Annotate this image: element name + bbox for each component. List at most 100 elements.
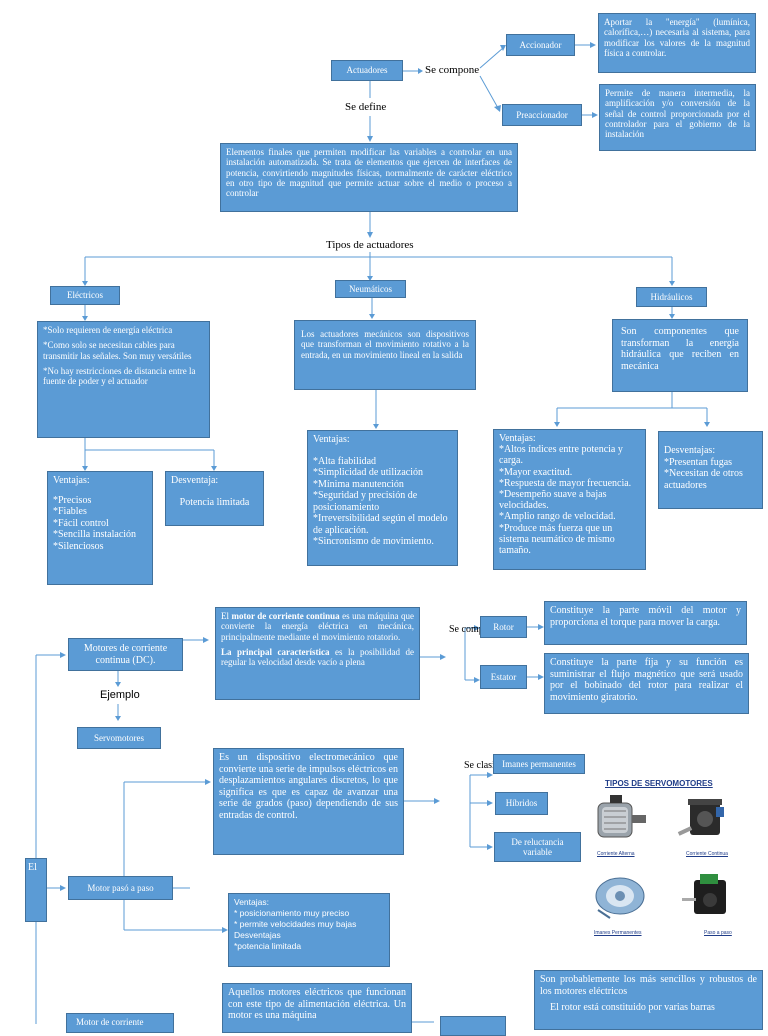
- rotor-desc: Constituye la parte móvil del motor y pr…: [544, 601, 747, 645]
- servo-step-image: [680, 870, 740, 922]
- neumaticos-desc: Los actuadores mecánicos son dispositivo…: [294, 320, 476, 390]
- ventaja-item: *Simplicidad de utilización: [313, 467, 423, 478]
- ventaja-item: *Sincronismo de movimiento.: [313, 536, 434, 547]
- estator-desc-text: Constituye la parte fija y su función es…: [550, 657, 743, 703]
- ventaja-item: *Desempeño suave a bajas velocidades.: [499, 488, 607, 512]
- electricos-desventaja: Desventaja: Potencia limitada: [165, 471, 264, 526]
- electricos-features: *Solo requieren de energía eléctrica *Co…: [37, 321, 210, 438]
- se-compone-dc-label: Se compone: [449, 624, 499, 635]
- accionador-node: Accionador: [506, 34, 575, 56]
- dc-desc-part: es una máquina que convierte la energía …: [221, 611, 414, 642]
- motor-induccion-desc: Son probablemente los más sencillos y ro…: [534, 970, 763, 1030]
- motor-dc-node: Motores de corriente continua (DC).: [68, 638, 183, 671]
- servomotores-node: Servomotores: [77, 727, 161, 749]
- ventaja-item: *Sencilla instalación: [53, 529, 137, 540]
- accionador-label: Accionador: [519, 39, 562, 50]
- hidraulicos-node: Hidráulicos: [636, 287, 707, 307]
- se-clasifican-label: Se clasifican: [464, 760, 515, 771]
- ventajas-heading: Ventajas:: [53, 475, 90, 486]
- neumaticos-node: Neumáticos: [335, 280, 406, 298]
- motor-paso-label: Motor pasó a paso: [87, 882, 154, 893]
- side-label: El: [28, 862, 37, 873]
- reluctancia-node: De reluctancia variable: [494, 832, 581, 862]
- ventaja-item: *Precisos: [53, 494, 92, 506]
- se-define-label: Se define: [345, 101, 387, 113]
- electricos-feature: *No hay restricciones de distancia entre…: [43, 366, 196, 387]
- preaccionador-desc: Permite de manera intermedia, la amplifi…: [599, 84, 756, 151]
- electricos-feature: *Como solo se necesitan cables para tran…: [43, 340, 192, 361]
- servo-pm-image: [590, 870, 650, 922]
- servo-dc-image: [676, 793, 736, 845]
- motor-corriente-label: Motor de corriente: [76, 1017, 144, 1027]
- ventaja-item: * permite velocidades muy bajas: [234, 919, 357, 930]
- desventaja-item: *Necesitan de otros actuadores: [664, 468, 743, 491]
- hidraulicos-desc: Son componentes que transforman la energ…: [612, 319, 748, 392]
- motor-alterna-desc-text: Aquellos motores eléctricos que funciona…: [228, 987, 406, 1021]
- ventaja-item: *Irreversibilidad según el modelo de apl…: [313, 513, 448, 536]
- imanes-label: Imanes permanentes: [502, 758, 576, 769]
- tipos-label: Tipos de actuadores: [326, 239, 414, 251]
- desventaja-item: *potencia limitada: [234, 941, 302, 952]
- ejemplo-label: Ejemplo: [100, 689, 140, 701]
- motor-paso-ventajas: Ventajas: * posicionamiento muy preciso …: [228, 893, 390, 967]
- estator-label: Estator: [490, 671, 517, 682]
- servo-ac-image: [590, 793, 650, 845]
- ventaja-item: *Respuesta de mayor frecuencia.: [499, 477, 632, 489]
- definicion-text: Elementos finales que permiten modificar…: [226, 147, 512, 199]
- neumaticos-ventajas: Ventajas: *Alta fiabilidad *Simplicidad …: [307, 430, 458, 566]
- desventaja-heading: Desventaja:: [171, 475, 219, 486]
- se-compone-label: Se compone: [425, 64, 480, 76]
- ventaja-item: *Altos índices entre potencia y carga.: [499, 444, 623, 467]
- estator-desc: Constituye la parte fija y su función es…: [544, 653, 749, 714]
- hibridos-node: Híbridos: [495, 792, 548, 815]
- caption-dc: Corriente Continua: [686, 851, 728, 857]
- motor-alterna-desc: Aquellos motores eléctricos que funciona…: [222, 983, 412, 1033]
- hibridos-label: Híbridos: [505, 798, 538, 809]
- desventaja-item: *Presentan fugas: [664, 456, 733, 468]
- rotor-node: Rotor: [480, 616, 527, 638]
- motor-paso-desc: Es un dispositivo electromecánico que co…: [213, 748, 404, 855]
- ventaja-item: *Seguridad y precisión de posicionamient…: [313, 490, 418, 513]
- preaccionador-node: Preaccionador: [502, 104, 582, 126]
- ventaja-item: *Mayor exactitud.: [499, 466, 573, 478]
- preaccionador-label: Preaccionador: [516, 109, 568, 120]
- dc-desc-bold: motor de corriente continua: [231, 611, 340, 621]
- desventajas-heading: Desventajas:: [664, 445, 716, 456]
- ventaja-item: *Produce más fuerza que un sistema neumá…: [499, 522, 615, 556]
- caption-ac: Corriente Alterna: [597, 851, 635, 857]
- ventaja-item: *Mínima manutención: [313, 478, 404, 490]
- neumaticos-desc-text: Los actuadores mecánicos son dispositivo…: [301, 329, 469, 360]
- imanes-node: Imanes permanentes: [493, 754, 585, 774]
- actuadores-label: Actuadores: [346, 65, 388, 76]
- caption-pm: Imanes Permanentes: [594, 930, 642, 936]
- rotor-desc-text: Constituye la parte móvil del motor y pr…: [550, 605, 741, 628]
- hidraulicos-desventajas: Desventajas: *Presentan fugas *Necesitan…: [658, 431, 763, 509]
- hidraulicos-desc-text: Son componentes que transforman la energ…: [621, 326, 739, 372]
- induccion-desc-text: El rotor está constituido por varias bar…: [550, 1002, 715, 1013]
- hidraulicos-label: Hidráulicos: [650, 291, 693, 302]
- motor-paso-node: Motor pasó a paso: [68, 876, 173, 900]
- ventaja-item: *Fácil control: [53, 517, 109, 529]
- hidraulicos-ventajas: Ventajas: *Altos índices entre potencia …: [493, 429, 646, 570]
- caption-step: Paso a paso: [704, 930, 732, 936]
- accionador-desc: Aportar la "energía" (lumínica, calorífi…: [598, 13, 756, 73]
- electricos-side-node: El: [25, 858, 47, 922]
- desventajas-heading: Desventajas: [234, 930, 281, 941]
- ventaja-item: *Fiables: [53, 506, 87, 517]
- servomotores-label: Servomotores: [94, 732, 144, 743]
- neumaticos-label: Neumáticos: [349, 283, 392, 294]
- motor-dc-label: Motores de corriente continua (DC).: [83, 643, 168, 666]
- rotor-label: Rotor: [493, 621, 514, 632]
- dc-desc-bold: La principal característica: [221, 647, 330, 658]
- electricos-node: Eléctricos: [50, 286, 120, 305]
- motor-corriente-node: Motor de corriente: [66, 1013, 174, 1033]
- actuadores-node: Actuadores: [331, 60, 403, 81]
- motor-paso-desc-text: Es un dispositivo electromecánico que co…: [219, 752, 398, 821]
- estator-node: Estator: [480, 665, 527, 689]
- servo-types-title: TIPOS DE SERVOMOTORES: [605, 779, 713, 788]
- electricos-feature: *Solo requieren de energía eléctrica: [43, 325, 173, 335]
- preaccionador-desc-text: Permite de manera intermedia, la amplifi…: [605, 88, 750, 140]
- accionador-desc-text: Aportar la "energía" (lumínica, calorífi…: [604, 17, 750, 59]
- ventaja-item: *Alta fiabilidad: [313, 455, 377, 467]
